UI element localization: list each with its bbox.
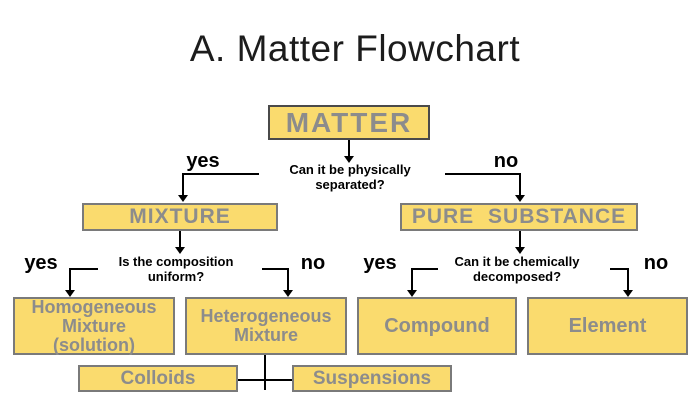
- node-compound-label: Compound: [384, 314, 490, 337]
- line-q2-no-horizontal: [262, 268, 289, 270]
- line-q1-no-horizontal: [445, 173, 521, 175]
- label-q1-no: no: [493, 150, 519, 172]
- question-physical: Can it be physically separated?: [270, 162, 430, 192]
- node-homogeneous-mixture: Homogeneous Mixture (solution): [13, 297, 175, 355]
- line-q3-no-vertical: [627, 268, 629, 291]
- line-pure-to-q3: [519, 231, 521, 248]
- node-matter-label: MATTER: [285, 106, 413, 138]
- node-suspensions: Suspensions: [292, 365, 452, 392]
- node-homogeneous-line3: (solution): [53, 334, 135, 355]
- question-uniform-line1: Is the composition: [118, 254, 234, 269]
- node-pure-substance: PURE SUBSTANCE: [400, 203, 638, 231]
- arrowhead-pure-substance: [515, 195, 525, 202]
- node-mixture: MIXTURE: [82, 203, 278, 231]
- line-colloids-suspensions: [238, 379, 292, 381]
- arrowhead-q1: [344, 156, 354, 163]
- page-title: A. Matter Flowchart: [189, 28, 521, 69]
- line-q2-yes-vertical: [69, 268, 71, 291]
- question-physical-line2: separated?: [315, 177, 385, 192]
- node-heterogeneous-line2: Mixture: [233, 325, 298, 345]
- arrowhead-mixture: [178, 195, 188, 202]
- label-q3-yes: yes: [363, 252, 397, 274]
- question-uniform: Is the composition uniform?: [96, 254, 256, 284]
- node-suspensions-label: Suspensions: [312, 367, 432, 389]
- arrowhead-heterogeneous: [283, 290, 293, 297]
- question-chemical: Can it be chemically decomposed?: [437, 254, 597, 284]
- line-q3-no-horizontal: [610, 268, 629, 270]
- node-heterogeneous-mixture: Heterogeneous Mixture: [185, 297, 347, 355]
- node-mixture-label: MIXTURE: [129, 204, 231, 228]
- label-q3-no: no: [643, 252, 669, 274]
- node-matter: MATTER: [268, 105, 430, 140]
- line-q3-yes-horizontal: [412, 268, 438, 270]
- label-q2-no: no: [300, 252, 326, 274]
- line-q1-yes-horizontal: [183, 173, 259, 175]
- question-physical-line1: Can it be physically: [289, 162, 411, 177]
- node-heterogeneous-line1: Heterogeneous: [200, 306, 332, 326]
- label-q2-yes: yes: [24, 252, 58, 274]
- line-q1-no-vertical: [519, 173, 521, 196]
- node-colloids-label: Colloids: [120, 367, 196, 389]
- arrowhead-element: [623, 290, 633, 297]
- arrowhead-homogeneous: [65, 290, 75, 297]
- arrowhead-q2: [175, 247, 185, 254]
- node-pure-substance-label: PURE SUBSTANCE: [411, 204, 627, 228]
- line-heterogeneous-down: [264, 355, 266, 390]
- line-q2-no-vertical: [287, 268, 289, 291]
- line-matter-to-q1: [348, 140, 350, 157]
- node-colloids: Colloids: [78, 365, 238, 392]
- label-q1-yes: yes: [186, 150, 220, 172]
- question-chemical-line1: Can it be chemically: [454, 254, 580, 269]
- line-q3-yes-vertical: [411, 268, 413, 291]
- arrowhead-compound: [407, 290, 417, 297]
- node-compound: Compound: [357, 297, 517, 355]
- question-uniform-line2: uniform?: [147, 269, 205, 284]
- node-element-label: Element: [568, 314, 647, 337]
- node-homogeneous-line2: Mixture: [61, 315, 126, 336]
- line-q2-yes-horizontal: [70, 268, 98, 270]
- node-element: Element: [527, 297, 688, 355]
- node-homogeneous-line1: Homogeneous: [31, 296, 157, 317]
- line-q1-yes-vertical: [182, 173, 184, 196]
- arrowhead-q3: [515, 247, 525, 254]
- question-chemical-line2: decomposed?: [472, 269, 562, 284]
- line-mixture-to-q2: [179, 231, 181, 248]
